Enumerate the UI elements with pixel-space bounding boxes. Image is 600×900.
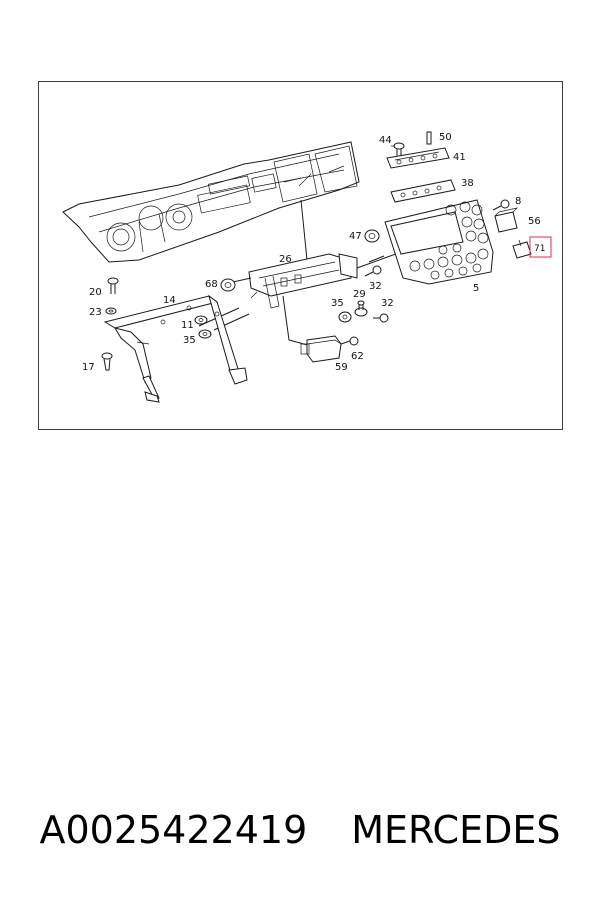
nut-11 — [194, 315, 208, 325]
callout-20: 20 — [89, 287, 102, 298]
bolt-29 — [354, 300, 368, 317]
grommet-68 — [220, 278, 236, 292]
callout-23: 23 — [89, 307, 102, 318]
callout-5: 5 — [473, 283, 479, 294]
callout-38: 38 — [461, 178, 474, 189]
callout-62: 62 — [351, 351, 364, 362]
part-number: A0025422419 — [39, 808, 308, 852]
bracket-26 — [232, 253, 358, 309]
bracket-14 — [103, 294, 248, 403]
relay-56 — [494, 207, 519, 233]
brand-name: MERCEDES — [351, 808, 561, 852]
light-strip-38 — [390, 179, 456, 203]
washer-23 — [105, 307, 117, 315]
callout-56: 56 — [528, 216, 541, 227]
screw-20 — [107, 277, 119, 294]
screw-8 — [492, 199, 510, 211]
callout-8: 8 — [515, 196, 521, 207]
callout-11: 11 — [181, 320, 194, 331]
callout-32-lower: 32 — [381, 298, 394, 309]
connector-71 — [512, 239, 532, 259]
nut-35-right — [338, 311, 352, 323]
callout-41: 41 — [453, 152, 466, 163]
nut-47 — [364, 229, 380, 243]
screw-32-upper — [364, 265, 382, 277]
exploded-parts-diagram: 44 50 41 38 8 56 47 71 26 68 20 14 23 11… — [62, 131, 552, 403]
screw-32-lower — [373, 313, 389, 323]
callout-35-left: 35 — [183, 335, 196, 346]
callout-59: 59 — [335, 362, 348, 373]
callout-35-right: 35 — [331, 298, 344, 309]
screw-62 — [340, 336, 359, 346]
nut-35-left — [198, 329, 212, 339]
callout-71: 71 — [534, 244, 545, 254]
callout-71-highlight-box — [529, 236, 552, 258]
callout-44: 44 — [379, 135, 392, 146]
screw-44 — [393, 142, 405, 156]
pin-50 — [426, 131, 432, 145]
clip-17 — [101, 352, 113, 371]
callout-29: 29 — [353, 289, 366, 300]
callout-14: 14 — [163, 295, 176, 306]
callout-26: 26 — [279, 254, 292, 265]
callout-17: 17 — [82, 362, 95, 373]
dashboard-carrier — [62, 141, 360, 263]
callout-47: 47 — [349, 231, 362, 242]
switch-panel-5 — [384, 199, 494, 285]
callout-32-upper: 32 — [369, 281, 382, 292]
parts-diagram-frame: 44 50 41 38 8 56 47 71 26 68 20 14 23 11… — [38, 81, 563, 430]
light-strip-41 — [386, 147, 450, 169]
callout-68: 68 — [205, 279, 218, 290]
control-module-59 — [300, 335, 342, 363]
footer-caption: A0025422419 MERCEDES — [0, 800, 600, 860]
callout-50: 50 — [439, 132, 452, 143]
